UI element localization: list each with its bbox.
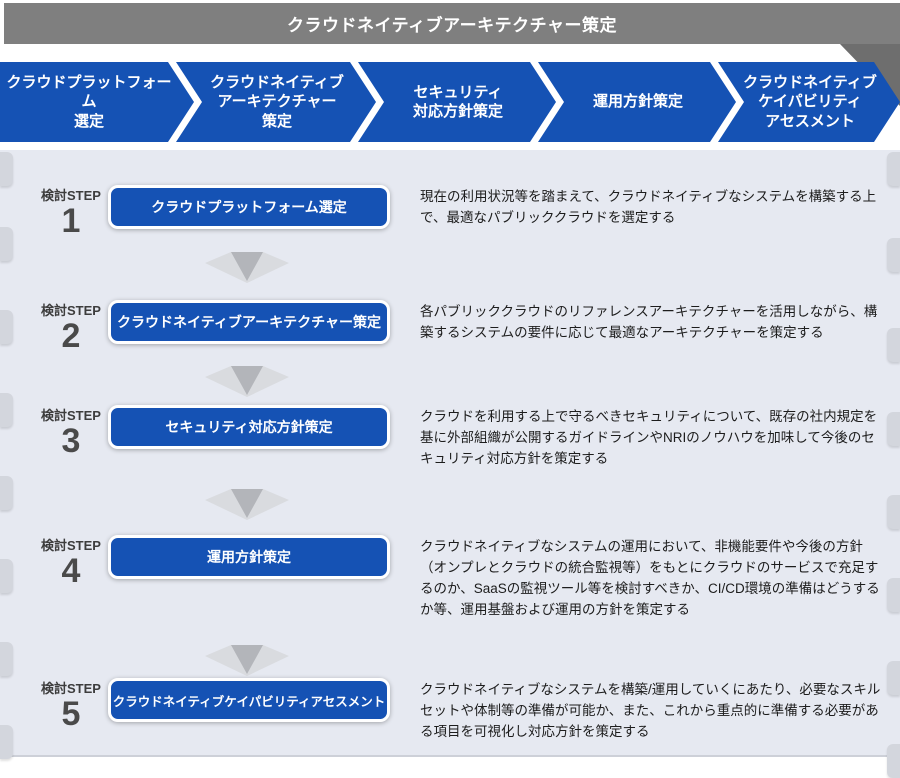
flow-step-label: 運用方針策定 [592, 93, 683, 111]
step-1-label: 検討STEP 1 [36, 185, 106, 240]
step-1-button[interactable]: クラウドプラットフォーム選定 [108, 185, 390, 229]
step-label-text: 検討STEP [41, 681, 101, 696]
header-bar: クラウドネイティブアーキテクチャー策定 [4, 3, 900, 44]
step-row-1: 検討STEP 1 クラウドプラットフォーム選定 現在の利用状況等を踏まえて、クラ… [0, 185, 900, 240]
step-1-description: 現在の利用状況等を踏まえて、クラウドネイティブなシステムを構築する上で、最適なパ… [420, 189, 877, 225]
step-button-label: クラウドプラットフォーム選定 [151, 199, 347, 215]
step-5-label: 検討STEP 5 [36, 678, 106, 733]
edge-tab [0, 559, 13, 593]
step-label-text: 検討STEP [41, 408, 101, 423]
edge-tab [0, 642, 13, 676]
edge-tab [0, 725, 13, 759]
step-3-label: 検討STEP 3 [36, 405, 106, 460]
step-button-label: クラウドネイティブアーキテクチャー策定 [117, 314, 381, 330]
step-4-button[interactable]: 運用方針策定 [108, 535, 390, 579]
step-button-label: クラウドネイティブケイパビリティアセスメント [112, 694, 386, 709]
step-4-description: クラウドネイティブなシステムの運用において、非機能要件や今後の方針（オンプレとク… [420, 539, 880, 617]
down-arrow-icon [205, 364, 289, 398]
edge-tab [887, 412, 900, 446]
step-button-label: 運用方針策定 [207, 549, 291, 565]
step-5-description: クラウドネイティブなシステムを構築/運用していくにあたり、必要なスキルセットや体… [420, 682, 881, 739]
step-2-label: 検討STEP 2 [36, 300, 106, 355]
down-arrow-icon [205, 487, 289, 521]
edge-tab [0, 476, 13, 510]
flow-step-label: クラウドプラットフォーム 選定 [6, 73, 172, 130]
step-number: 4 [61, 552, 81, 590]
edge-tab [0, 310, 13, 344]
step-5-button[interactable]: クラウドネイティブケイパビリティアセスメント [108, 678, 390, 722]
step-number: 5 [61, 695, 81, 733]
down-arrow-icon [205, 643, 289, 677]
edge-tab [887, 152, 900, 186]
flow-step-capability-assessment[interactable]: クラウドネイティブ ケイパビリティ アセスメント [718, 62, 900, 142]
step-number: 3 [61, 422, 81, 460]
step-row-5: 検討STEP 5 クラウドネイティブケイパビリティアセスメント クラウドネイティ… [0, 678, 900, 743]
step-number: 1 [61, 202, 81, 240]
edge-tab [887, 744, 900, 778]
edge-tab [887, 328, 900, 362]
step-4-label: 検討STEP 4 [36, 535, 106, 590]
edge-tab [887, 238, 900, 272]
step-number: 2 [61, 317, 81, 355]
step-2-button[interactable]: クラウドネイティブアーキテクチャー策定 [108, 300, 390, 344]
flow-step-label: クラウドネイティブ ケイパビリティ アセスメント [743, 73, 877, 130]
flow-step-label: セキュリティ 対応方針策定 [412, 83, 503, 120]
step-label-text: 検討STEP [41, 538, 101, 553]
flow-step-operation-policy[interactable]: 運用方針策定 [538, 62, 736, 142]
step-3-description: クラウドを利用する上で守るべきセキュリティについて、既存の社内規定を基に外部組織… [420, 409, 878, 466]
step-row-4: 検討STEP 4 運用方針策定 クラウドネイティブなシステムの運用において、非機… [0, 535, 900, 621]
process-flow: クラウドプラットフォーム 選定 クラウドネイティブ アーキテクチャー 策定 セキ… [0, 62, 900, 142]
flow-step-platform-selection[interactable]: クラウドプラットフォーム 選定 [0, 62, 194, 142]
flow-step-label: クラウドネイティブ アーキテクチャー 策定 [210, 73, 344, 130]
edge-tab [887, 578, 900, 612]
flow-step-architecture-planning[interactable]: クラウドネイティブ アーキテクチャー 策定 [176, 62, 376, 142]
step-button-label: セキュリティ対応方針策定 [165, 419, 333, 435]
edge-tab [887, 661, 900, 695]
edge-tab [0, 393, 13, 427]
edge-tab [0, 152, 13, 186]
step-2-description: 各パブリッククラウドのリファレンスアーキテクチャーを活用しながら、構築するシステ… [420, 304, 878, 340]
step-3-button[interactable]: セキュリティ対応方針策定 [108, 405, 390, 449]
edge-tab [887, 495, 900, 529]
step-row-2: 検討STEP 2 クラウドネイティブアーキテクチャー策定 各パブリッククラウドの… [0, 300, 900, 355]
flow-step-security-policy[interactable]: セキュリティ 対応方針策定 [358, 62, 556, 142]
steps-panel: 検討STEP 1 クラウドプラットフォーム選定 現在の利用状況等を踏まえて、クラ… [0, 150, 900, 778]
step-label-text: 検討STEP [41, 303, 101, 318]
edge-tab [0, 227, 13, 261]
down-arrow-icon [205, 250, 289, 284]
step-label-text: 検討STEP [41, 188, 101, 203]
page-title: クラウドネイティブアーキテクチャー策定 [287, 16, 617, 35]
step-row-3: 検討STEP 3 セキュリティ対応方針策定 クラウドを利用する上で守るべきセキュ… [0, 405, 900, 470]
